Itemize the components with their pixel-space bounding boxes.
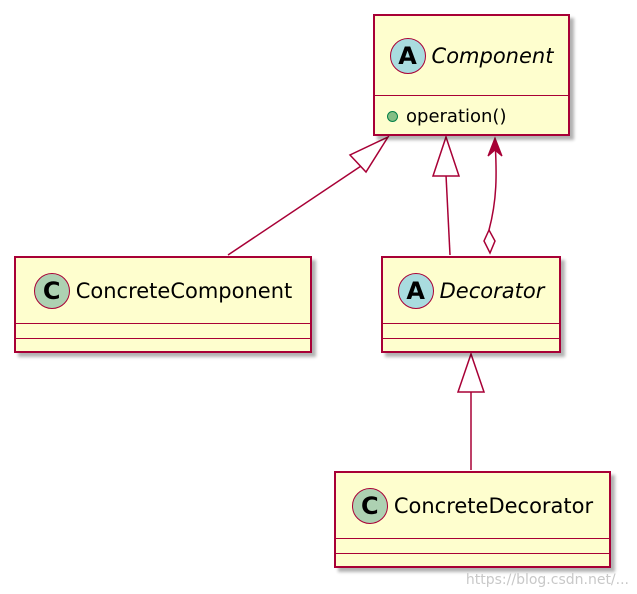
navigation-arrowhead [487, 136, 503, 157]
attributes-section [336, 539, 609, 554]
aggregation-diamond [483, 228, 496, 255]
class-decorator[interactable]: A Decorator [381, 256, 561, 353]
class-concrete-decorator[interactable]: C ConcreteDecorator [334, 471, 611, 568]
class-header: C ConcreteComponent [16, 258, 310, 324]
class-name: Decorator [439, 278, 545, 303]
methods-section [383, 339, 559, 353]
class-concrete-component[interactable]: C ConcreteComponent [14, 256, 312, 353]
attributes-section [16, 324, 310, 339]
method-row: operation() [375, 96, 568, 137]
class-name: Component [431, 43, 554, 68]
inheritance-arrowhead-concretecomponent [348, 135, 391, 174]
class-header: A Decorator [383, 258, 559, 324]
class-component[interactable]: A Component operation() [373, 14, 570, 136]
inheritance-arrowhead-concretedecorator [456, 351, 486, 393]
watermark: https://blog.csdn.net/... [465, 572, 629, 588]
generalization-concretecomponent-component [227, 155, 377, 256]
methods-section: operation() [375, 96, 568, 137]
concrete-class-icon: C [33, 272, 70, 309]
method-name: operation() [406, 106, 507, 127]
class-header: A Component [375, 16, 568, 96]
concrete-class-icon: C [351, 487, 388, 524]
class-header: C ConcreteDecorator [336, 473, 609, 539]
abstract-class-icon: A [389, 37, 426, 74]
generalization-decorator-component [445, 174, 451, 256]
attributes-section [383, 324, 559, 339]
class-name: ConcreteComponent [75, 278, 293, 303]
public-visibility-icon [387, 111, 398, 122]
class-name: ConcreteDecorator [393, 493, 594, 518]
inheritance-arrowhead-decorator [431, 134, 461, 177]
methods-section [16, 339, 310, 353]
methods-section [336, 554, 609, 568]
abstract-class-icon: A [397, 272, 434, 309]
